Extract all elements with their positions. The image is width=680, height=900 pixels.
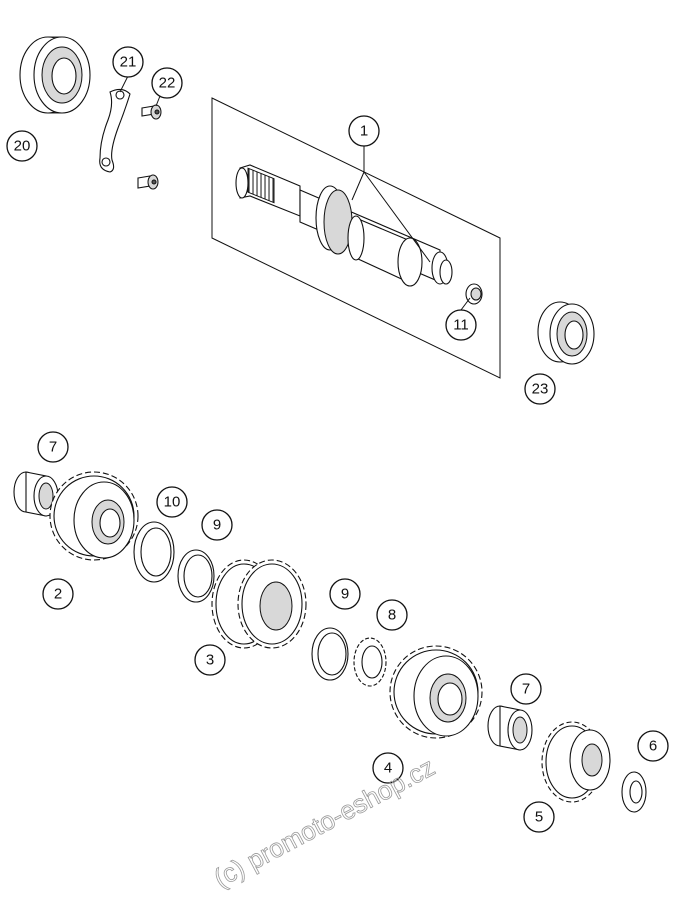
- main-shaft-1: [235, 164, 453, 287]
- callout-9-upper: 9: [201, 509, 233, 541]
- shaft-assembly-frame: [211, 97, 501, 379]
- callout-8: 8: [376, 599, 408, 631]
- callout-11: 11: [445, 309, 477, 341]
- callout-4: 4: [372, 752, 404, 784]
- callout-3: 3: [194, 644, 226, 676]
- callout-23: 23: [524, 373, 556, 405]
- callout-1: 1: [348, 115, 380, 147]
- svg-text:9: 9: [213, 517, 221, 534]
- svg-text:4: 4: [384, 760, 392, 777]
- svg-text:21: 21: [120, 54, 137, 71]
- svg-text:20: 20: [14, 138, 31, 155]
- screw-22-upper: [141, 104, 162, 120]
- svg-text:6: 6: [649, 738, 657, 755]
- washer-10: [133, 521, 175, 583]
- circlip-9-lower: [311, 627, 349, 681]
- needle-bearing-7-right: [487, 705, 533, 751]
- callout-20: 20: [6, 130, 38, 162]
- svg-text:11: 11: [453, 317, 469, 334]
- ball-bearing-20: [19, 36, 91, 114]
- callout-22: 22: [151, 67, 183, 99]
- svg-text:3: 3: [206, 652, 214, 669]
- screw-22-lower: [137, 174, 159, 190]
- svg-text:8: 8: [388, 607, 396, 624]
- gear-3: [211, 559, 307, 649]
- svg-text:22: 22: [159, 75, 176, 92]
- spline-washer-8: [353, 637, 387, 687]
- gear-2: [49, 471, 139, 561]
- callout-10: 10: [156, 486, 188, 518]
- svg-text:2: 2: [54, 586, 62, 603]
- callout-2: 2: [42, 578, 74, 610]
- callout-6: 6: [637, 730, 669, 762]
- svg-text:7: 7: [522, 681, 530, 698]
- callout-21: 21: [112, 46, 144, 78]
- ball-bearing-23: [537, 301, 595, 365]
- retaining-plate-21: [99, 88, 131, 173]
- callout-7-right: 7: [510, 673, 542, 705]
- spacer-11: [465, 283, 483, 305]
- gear-4: [389, 645, 483, 739]
- washer-6: [621, 771, 647, 813]
- leader-lines: [119, 75, 471, 311]
- svg-text:23: 23: [532, 381, 549, 398]
- callout-5: 5: [523, 801, 555, 833]
- svg-text:1: 1: [360, 123, 368, 140]
- svg-text:10: 10: [164, 494, 181, 511]
- callout-9-lower: 9: [329, 578, 361, 610]
- svg-text:9: 9: [341, 586, 349, 603]
- circlip-9-upper: [177, 549, 215, 603]
- svg-text:7: 7: [49, 439, 57, 456]
- svg-text:5: 5: [535, 809, 543, 826]
- callout-7-left: 7: [37, 431, 69, 463]
- gear-5: [541, 721, 611, 803]
- watermark-text: (c) promoto-eshop.cz: [209, 751, 440, 893]
